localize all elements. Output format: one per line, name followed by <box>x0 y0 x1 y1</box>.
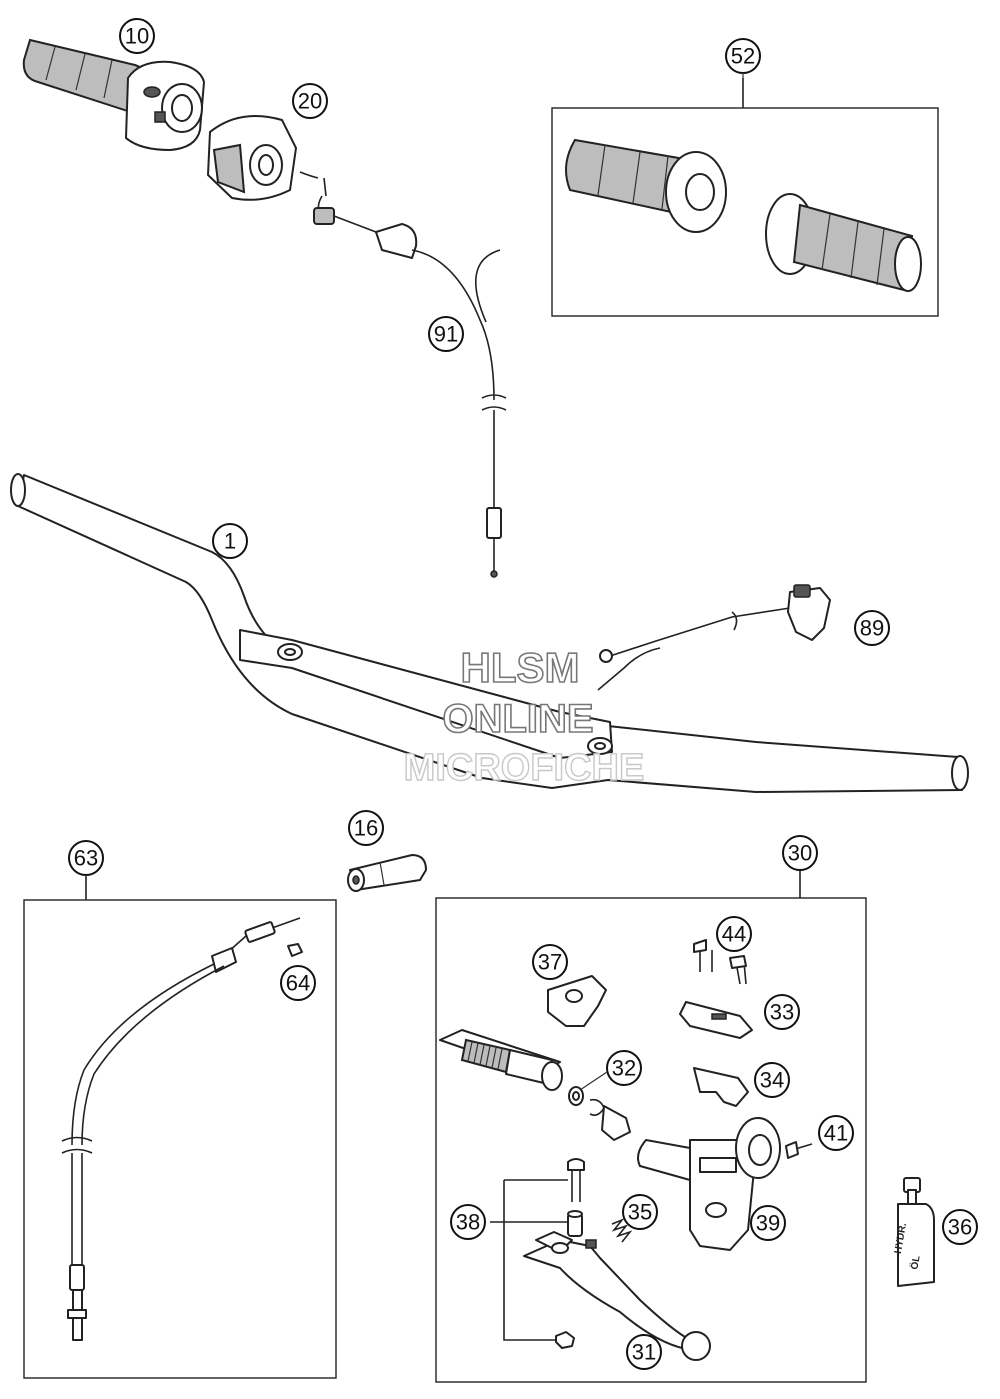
callout-30: 30 <box>782 835 818 871</box>
svg-text:16: 16 <box>354 816 378 841</box>
throttle-grip-assembly <box>22 38 205 151</box>
leader-32 <box>579 1071 608 1091</box>
svg-text:31: 31 <box>632 1340 656 1365</box>
callout-16: 16 <box>348 810 384 846</box>
reservoir-cap <box>679 1001 753 1039</box>
watermark-line-1: HLSM <box>461 644 580 691</box>
watermark-line-3: MICROFICHE <box>404 747 645 789</box>
callout-38: 38 <box>450 1204 486 1240</box>
diaphragm <box>693 1067 749 1107</box>
svg-text:44: 44 <box>722 922 746 947</box>
lever-nut <box>555 1331 575 1349</box>
callout-39: 39 <box>750 1205 786 1241</box>
handlebar <box>10 473 969 793</box>
svg-text:39: 39 <box>756 1211 780 1236</box>
svg-text:10: 10 <box>125 24 149 49</box>
callout-36: 36 <box>942 1209 978 1245</box>
brake-fluid-bottle: HYDR. ÖL <box>893 1177 935 1287</box>
cap-screws <box>693 939 747 985</box>
callout-63: 63 <box>68 840 104 876</box>
svg-text:32: 32 <box>612 1056 636 1081</box>
svg-text:34: 34 <box>760 1068 784 1093</box>
svg-text:33: 33 <box>770 1000 794 1025</box>
left-grip <box>565 138 727 233</box>
brake-cylinder-box <box>435 897 867 1383</box>
svg-text:37: 37 <box>538 950 562 975</box>
leader-38 <box>490 1179 568 1341</box>
svg-text:36: 36 <box>948 1215 972 1240</box>
svg-text:1: 1 <box>224 529 236 554</box>
pivot-cover <box>547 975 607 1027</box>
watermark: HLSM ONLINE MICROFICHE <box>403 643 645 790</box>
throttle-cable <box>299 171 507 578</box>
callout-33: 33 <box>764 994 800 1030</box>
callout-37: 37 <box>532 944 568 980</box>
callout-35: 35 <box>622 1194 658 1230</box>
clutch-cable <box>61 917 301 1341</box>
svg-text:41: 41 <box>824 1121 848 1146</box>
callout-44: 44 <box>716 916 752 952</box>
callout-89: 89 <box>854 610 890 646</box>
brake-lever <box>523 1231 711 1361</box>
bottle-label-2: ÖL <box>907 1255 922 1271</box>
master-cylinder <box>637 1117 813 1251</box>
callout-1: 1 <box>212 523 248 559</box>
callout-32: 32 <box>606 1050 642 1086</box>
svg-text:63: 63 <box>74 846 98 871</box>
callout-20: 20 <box>292 83 328 119</box>
svg-text:89: 89 <box>860 616 884 641</box>
bottle-label: HYDR. <box>893 1222 909 1255</box>
svg-text:52: 52 <box>731 44 755 69</box>
callout-34: 34 <box>754 1062 790 1098</box>
adjuster-nut <box>287 943 303 957</box>
adjuster-spring <box>611 1218 633 1243</box>
callout-52: 52 <box>725 38 761 74</box>
svg-text:30: 30 <box>788 841 812 866</box>
right-grip <box>765 193 922 292</box>
watermark-line-2: ONLINE <box>442 697 593 741</box>
svg-text:91: 91 <box>434 322 458 347</box>
clutch-cable-box <box>23 899 337 1379</box>
svg-text:38: 38 <box>456 1210 480 1235</box>
piston-kit <box>439 1029 631 1141</box>
grip-set-box <box>551 107 939 317</box>
svg-text:35: 35 <box>628 1200 652 1225</box>
callout-64: 64 <box>280 965 316 1001</box>
callout-31: 31 <box>626 1334 662 1370</box>
bar-end-cap <box>347 854 427 892</box>
kill-switch <box>597 584 831 691</box>
lever-bushing <box>567 1210 583 1237</box>
svg-text:20: 20 <box>298 89 322 114</box>
callout-41: 41 <box>818 1115 854 1151</box>
callout-10: 10 <box>119 18 155 54</box>
callout-91: 91 <box>428 316 464 352</box>
throttle-cover <box>207 115 297 201</box>
lever-bolt <box>567 1158 585 1202</box>
svg-text:64: 64 <box>286 971 310 996</box>
